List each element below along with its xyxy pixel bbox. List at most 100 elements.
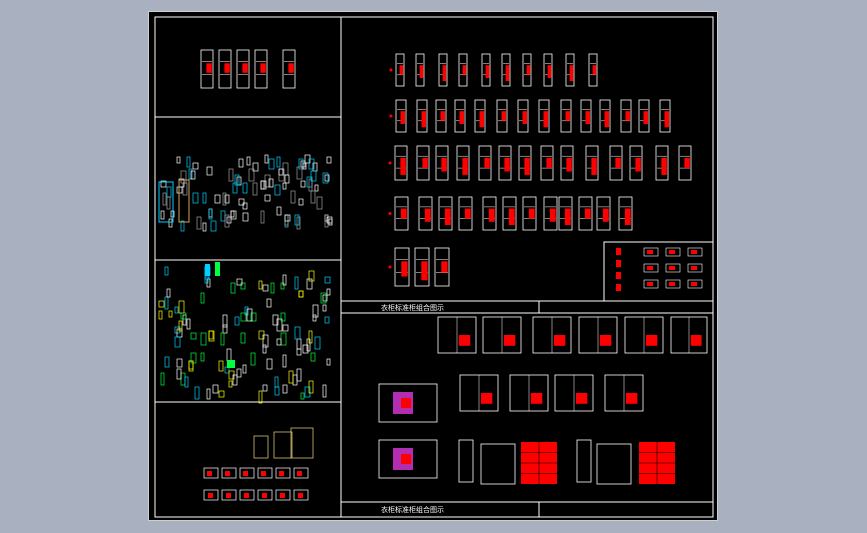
- clothing-symbol: [164, 296, 169, 310]
- dimension-marker: [388, 161, 392, 165]
- wardrobe-elevation-accent: [421, 111, 426, 128]
- drawer-accent: [226, 493, 231, 498]
- wardrobe-elevation: [678, 145, 692, 181]
- clothing-symbol: [270, 282, 275, 294]
- wardrobe-elevation-accent: [260, 63, 266, 73]
- wardrobe-elevation: [588, 53, 598, 87]
- furniture-symbol: [238, 198, 245, 206]
- clothing-symbol: [178, 320, 183, 332]
- drawer-unit: [275, 467, 291, 479]
- legend-glyph: [665, 279, 681, 289]
- overview-caption: 衣柜标准柜组合图示: [381, 303, 444, 312]
- furniture-symbol: [296, 166, 303, 180]
- wardrobe-elevation-accent: [501, 111, 506, 121]
- furniture-symbol: [224, 194, 230, 204]
- legend-box: [603, 241, 714, 302]
- furniture-symbol: [238, 158, 244, 168]
- furniture-symbol: [264, 154, 269, 164]
- legend-glyph-fill: [669, 282, 675, 286]
- clothing-symbol: [282, 324, 289, 332]
- clothing-symbol: [222, 324, 228, 334]
- clothing-symbol: [324, 276, 331, 284]
- door-panel: [273, 431, 293, 459]
- wardrobe-elevation: [620, 99, 632, 133]
- furniture-symbol: [310, 190, 316, 204]
- wardrobe-elevation: [565, 53, 575, 87]
- wardrobe-elevation: [481, 53, 491, 87]
- cabinet-accent: [480, 393, 493, 404]
- clothing-symbol: [258, 330, 265, 340]
- wardrobe-elevation-accent: [242, 63, 248, 73]
- clothing-symbol: [220, 332, 225, 346]
- wardrobe-elevation-accent: [624, 208, 631, 226]
- clothing-symbol: [276, 338, 282, 346]
- clothing-symbol: [215, 262, 220, 276]
- legend-glyph-fill: [647, 250, 653, 254]
- wardrobe-elevation: [609, 145, 623, 181]
- clothing-symbol: [190, 332, 197, 340]
- wardrobe-elevation: [254, 49, 268, 89]
- wardrobe-elevation-accent: [604, 111, 609, 128]
- furniture-symbol: [260, 180, 267, 190]
- wardrobe-elevation-accent: [441, 261, 448, 273]
- furniture-symbol: [196, 216, 202, 230]
- drawer-accent: [279, 471, 284, 476]
- wardrobe-elevation-accent: [399, 65, 404, 75]
- isometric-cabinet: [378, 383, 438, 423]
- wardrobe-elevation-accent: [504, 157, 510, 172]
- furniture-symbol: [284, 214, 291, 222]
- wardrobe-elevation: [659, 99, 671, 133]
- drawer-accent: [262, 493, 267, 498]
- wardrobe-elevation-accent: [440, 111, 445, 121]
- wardrobe-section: [458, 439, 474, 483]
- clothing-symbol: [200, 292, 205, 304]
- clothing-symbol: [320, 292, 327, 304]
- wardrobe-elevation-accent: [464, 208, 471, 219]
- furniture-symbol: [220, 210, 226, 222]
- dimension-marker: [389, 68, 393, 72]
- furniture-symbol: [246, 156, 251, 166]
- furniture-symbol: [188, 168, 193, 180]
- drawer-accent: [225, 471, 230, 476]
- clothing-symbol: [176, 368, 182, 380]
- cad-artwork: [158, 49, 708, 501]
- wardrobe-elevation: [218, 49, 232, 89]
- drawer-unit: [257, 467, 273, 479]
- legend-glyph: [687, 263, 703, 273]
- clothing-symbol: [176, 358, 183, 368]
- clothing-symbol: [166, 288, 171, 298]
- clothing-symbol: [188, 360, 194, 372]
- wardrobe-elevation-accent: [206, 63, 212, 73]
- furniture-symbol: [276, 206, 282, 216]
- clothing-symbol: [242, 364, 247, 374]
- furniture-symbol: [326, 156, 332, 164]
- furniture-symbol: [252, 162, 259, 172]
- wardrobe-elevation: [578, 196, 593, 231]
- furniture-symbol: [202, 192, 207, 204]
- furniture-symbol: [202, 222, 207, 232]
- wardrobe-elevation-accent: [424, 208, 431, 222]
- wardrobe-elevation: [200, 49, 214, 89]
- furniture-symbol: [232, 182, 238, 194]
- wardrobe-elevation-accent: [400, 111, 405, 124]
- legend-glyph-fill: [691, 266, 697, 270]
- furniture-symbol: [322, 172, 329, 184]
- furniture-symbol: [160, 210, 165, 220]
- wardrobe-elevation: [418, 196, 433, 231]
- cabinet-accent: [553, 335, 566, 346]
- wardrobe-elevation-accent: [584, 208, 591, 219]
- cad-drawing-canvas[interactable]: 衣柜标准柜组合图示 衣柜标准柜组合图示: [148, 11, 718, 521]
- furniture-symbol: [222, 192, 227, 206]
- wardrobe-elevation: [395, 53, 405, 87]
- clothing-symbol: [200, 332, 207, 346]
- clothing-symbol: [250, 312, 257, 322]
- clothing-symbol: [300, 392, 305, 400]
- drawer-accent: [243, 471, 248, 476]
- dimension-marker: [389, 114, 393, 118]
- clothing-symbol: [298, 290, 304, 298]
- clothing-symbol: [226, 348, 232, 362]
- clothing-symbol: [312, 314, 317, 322]
- furniture-symbol: [248, 168, 255, 182]
- clothing-symbol: [296, 348, 302, 356]
- wardrobe-elevation: [518, 145, 532, 181]
